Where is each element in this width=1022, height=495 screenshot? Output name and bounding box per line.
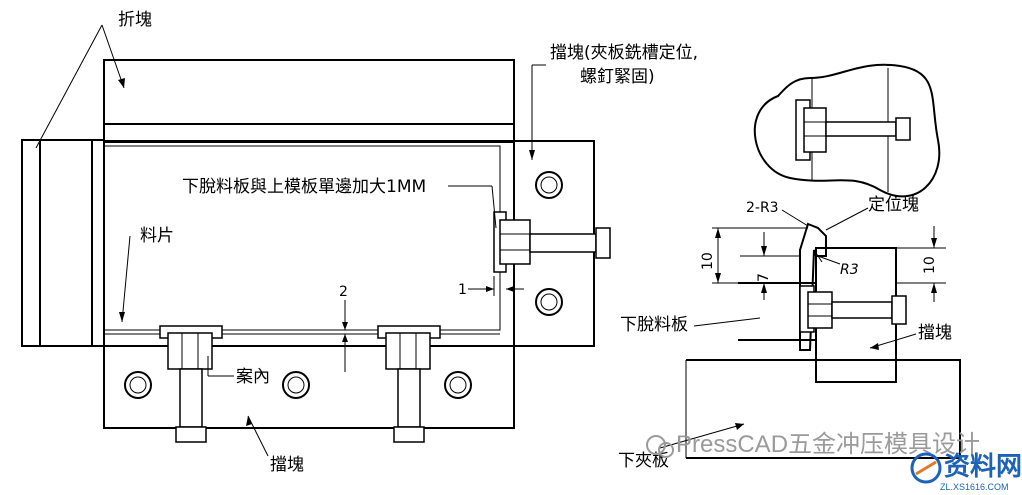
label-dim-10-left: 10 [700, 252, 716, 270]
guide-bolt-left [159, 325, 223, 443]
site-url: ZL.XS1616.COM [940, 482, 1009, 492]
label-stop-block-note-2: 螺釘緊固) [580, 67, 655, 87]
detail-blob [753, 63, 941, 198]
watermark-text: PressCAD五金冲压模具设计 [676, 431, 980, 458]
label-dim-10-right: 10 [922, 256, 938, 274]
label-stop-block-note-1: 擋塊(夾板銑槽定位, [550, 43, 698, 63]
hole-4 [535, 171, 563, 199]
label-radius: 2-R3 [746, 200, 779, 216]
label-dim-7: 7 [756, 273, 772, 282]
label-dim-1: 1 [458, 282, 467, 298]
site-name: 资料网 [944, 451, 1022, 481]
fold-block [103, 59, 515, 143]
detail-section-view [659, 63, 961, 459]
label-lower-die-plate: 下夾板 [618, 451, 669, 471]
bottom-stop-block [103, 345, 515, 429]
label-strip-material: 料片 [140, 226, 174, 246]
label-locating-block: 定位塊 [868, 195, 919, 215]
guide-bolt-right [377, 325, 441, 443]
label-stop-block-right: 擋塊 [918, 323, 952, 343]
label-guide-inner: 案內 [236, 367, 270, 387]
hole-2 [282, 371, 310, 399]
hole-3 [444, 371, 472, 399]
site-logo-icon [910, 452, 942, 484]
dim-1 [468, 276, 524, 296]
label-lower-stripper: 下脫料板 [620, 315, 688, 335]
watermark: PressCAD五金冲压模具设计 资料网 ZL.XS1616.COM [646, 431, 1022, 492]
label-stripper-note: 下脫料板與上模板單邊加大1MM [182, 177, 426, 197]
label-dim-2: 2 [339, 284, 348, 300]
label-fold-block: 折塊 [118, 10, 152, 30]
hole-5 [535, 288, 563, 316]
dim-2 [342, 300, 348, 372]
label-dim-r3: R3 [840, 262, 859, 278]
main-plan-view [21, 24, 611, 457]
hole-1 [124, 371, 152, 399]
wechat-icon [646, 435, 666, 455]
lower-die-plate [686, 359, 961, 459]
side-stop-bolt [493, 211, 611, 273]
label-stop-block-bottom: 擋塊 [270, 455, 304, 475]
